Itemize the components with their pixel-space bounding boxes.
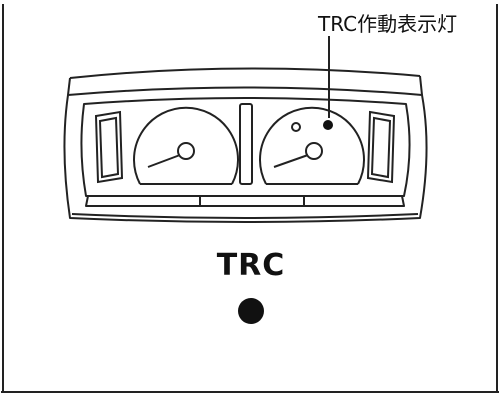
right-side-panel <box>366 110 396 184</box>
center-divider <box>239 103 253 185</box>
cluster-housing <box>63 67 428 223</box>
small-lamp-icon <box>291 122 301 132</box>
trc-lamp-icon <box>323 120 333 130</box>
left-side-panel <box>94 110 124 184</box>
trc-indicator-text: TRC <box>216 248 286 283</box>
callout-label: TRC作動表示灯 <box>318 12 458 36</box>
left-gauge-icon <box>133 106 239 185</box>
figure-frame <box>1 4 499 393</box>
right-gauge-icon <box>259 106 365 185</box>
filled-dot-icon <box>238 298 264 324</box>
